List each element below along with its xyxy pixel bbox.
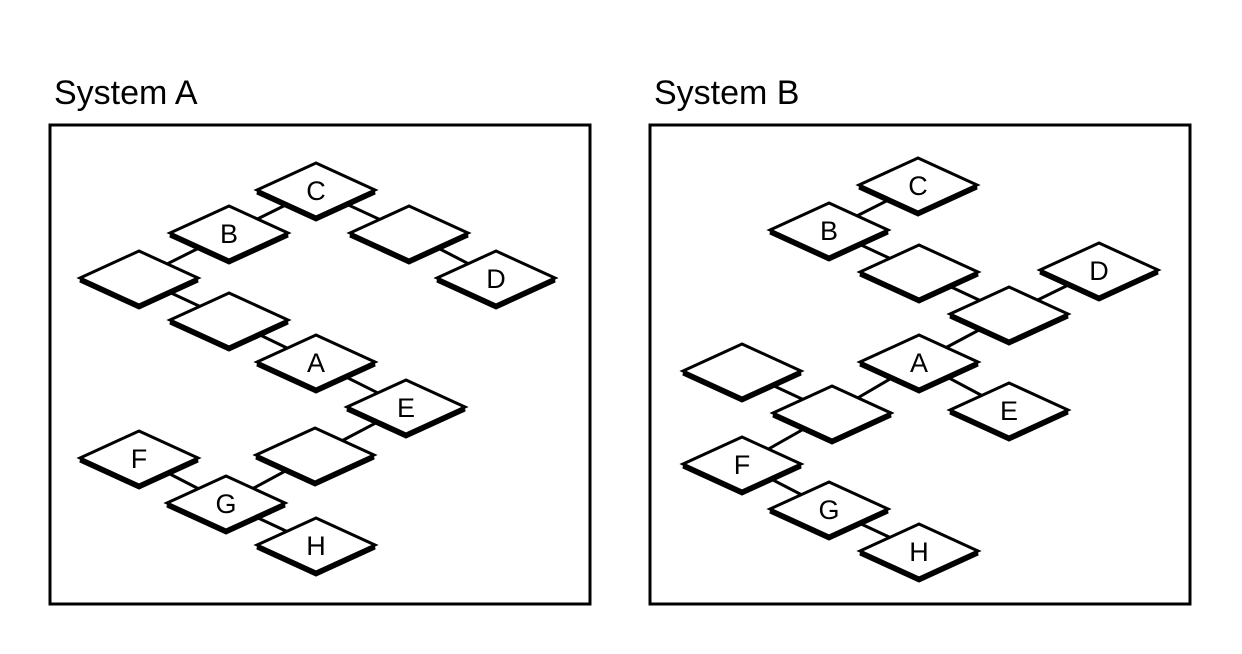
system-b-node-f-diamond xyxy=(679,435,805,493)
system-a-node-label-c: C xyxy=(306,176,326,206)
system-b-node-e: E xyxy=(946,381,1072,442)
system-a-frame xyxy=(48,123,592,606)
system-b-node-h-diamond xyxy=(856,522,982,580)
system-a-node-e-diamond xyxy=(343,378,469,436)
system-a-node-g-diamond xyxy=(163,474,289,532)
system-b-node-label-h: H xyxy=(909,537,929,567)
system-a-node-g: G xyxy=(163,474,289,535)
system-a-node-a-unlabeled-3-diamond xyxy=(166,291,292,349)
system-a-node-a: A xyxy=(253,333,379,394)
system-a-node-h: H xyxy=(253,516,379,577)
system-b-node-b-unlabeled-2 xyxy=(946,285,1072,346)
system-a-node-label-d: D xyxy=(486,264,506,294)
system-a-node-label-a: A xyxy=(307,348,325,378)
system-b-node-label-b: B xyxy=(820,216,838,246)
system-a-node-c-diamond xyxy=(253,161,379,219)
system-b-node-g: G xyxy=(766,480,892,541)
system-a-node-c: C xyxy=(253,161,379,222)
system-b-node-e-diamond xyxy=(946,381,1072,439)
system-a-node-h-diamond xyxy=(253,516,379,574)
system-b-title: System B xyxy=(654,74,800,112)
system-b-node-label-e: E xyxy=(1000,396,1018,426)
system-b-node-b: B xyxy=(766,201,892,262)
system-a-node-a-unlabeled-4 xyxy=(252,426,378,487)
system-a-node-a-unlabeled-2 xyxy=(346,204,472,265)
system-b-node-b-unlabeled-4 xyxy=(769,384,895,445)
system-b-node-b-unlabeled-1-diamond xyxy=(856,243,982,301)
system-b-node-h: H xyxy=(856,522,982,583)
system-a-node-a-diamond xyxy=(253,333,379,391)
system-a-node-d-diamond xyxy=(433,249,559,307)
system-a-node-f: F xyxy=(76,429,202,490)
system-b-node-b-unlabeled-3-diamond xyxy=(679,342,805,400)
system-b-node-label-f: F xyxy=(734,450,751,480)
system-a-node-label-b: B xyxy=(220,219,238,249)
system-b-node-b-unlabeled-1 xyxy=(856,243,982,304)
system-a-node-b: B xyxy=(166,204,292,265)
system-a-node-e: E xyxy=(343,378,469,439)
system-b-node-label-g: G xyxy=(818,495,839,525)
system-a-node-label-g: G xyxy=(215,489,236,519)
system-a-node-label-f: F xyxy=(131,444,148,474)
system-a-title: System A xyxy=(54,74,198,112)
system-a-node-a-unlabeled-1 xyxy=(76,249,202,310)
system-a-node-d: D xyxy=(433,249,559,310)
system-a-node-a-unlabeled-2-diamond xyxy=(346,204,472,262)
system-a-node-label-h: H xyxy=(306,531,326,561)
system-b-node-label-d: D xyxy=(1089,256,1109,286)
system-b-node-d-diamond xyxy=(1036,241,1162,299)
system-b-node-b-unlabeled-2-diamond xyxy=(946,285,1072,343)
system-b-node-b-unlabeled-3 xyxy=(679,342,805,403)
system-b-node-b-diamond xyxy=(766,201,892,259)
system-b-node-d: D xyxy=(1036,241,1162,302)
system-a-node-a-unlabeled-1-diamond xyxy=(76,249,202,307)
system-b-node-a-diamond xyxy=(856,333,982,391)
system-b-node-g-diamond xyxy=(766,480,892,538)
nodes-layer: C B D A E F G H C B D A E F G H xyxy=(76,156,1162,583)
system-b-node-c-diamond xyxy=(855,156,981,214)
system-a-node-a-unlabeled-3 xyxy=(166,291,292,352)
system-b-node-f: F xyxy=(679,435,805,496)
system-a-node-b-diamond xyxy=(166,204,292,262)
system-b-node-a: A xyxy=(856,333,982,394)
system-a-node-a-unlabeled-4-diamond xyxy=(252,426,378,484)
system-b-node-b-unlabeled-4-diamond xyxy=(769,384,895,442)
system-b-node-label-c: C xyxy=(908,171,928,201)
system-b-node-c: C xyxy=(855,156,981,217)
system-b-node-label-a: A xyxy=(910,348,928,378)
system-a-node-f-diamond xyxy=(76,429,202,487)
system-b-frame xyxy=(648,123,1192,606)
system-a-node-label-e: E xyxy=(397,393,415,423)
